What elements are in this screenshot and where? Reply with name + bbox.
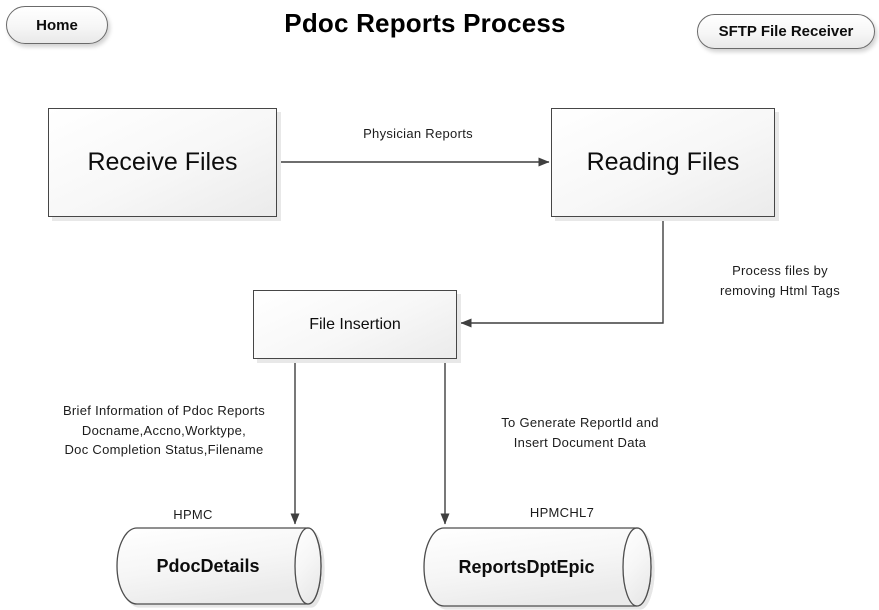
page-title: Pdoc Reports Process [284,8,566,38]
label-hpmchl7: HPMCHL7 [529,505,595,520]
home-button[interactable]: Home [6,6,108,44]
label-brief-information: Brief Information of Pdoc Reports Docnam… [62,403,266,457]
database-pdocdetails-label: PdocDetails [156,555,260,576]
node-file-insertion-label: File Insertion [309,315,401,333]
sftp-button-label: SFTP File Receiver [718,23,854,40]
node-receive-files-label: Receive Files [87,148,238,176]
database-pdocdetails: PdocDetails [116,527,322,605]
label-process-files: Process files by removing Html Tags [719,263,841,298]
node-reading-files: Reading Files [551,108,775,217]
label-generate-reportid: To Generate ReportId and Insert Document… [501,415,659,450]
label-hpmc: HPMC [173,507,213,522]
reportsdptepic-cylinder-shape [423,527,652,607]
node-reading-files-label: Reading Files [586,148,740,176]
sftp-file-receiver-button[interactable]: SFTP File Receiver [697,14,875,49]
label-physician-reports: Physician Reports [363,126,473,141]
node-receive-files: Receive Files [48,108,277,217]
node-file-insertion: File Insertion [253,290,457,359]
database-reportsdptepic-label: ReportsDptEpic [458,556,595,577]
pdocdetails-cylinder-shape [116,527,322,605]
database-reportsdptepic: ReportsDptEpic [423,527,652,607]
connector-reading-to-insertion [460,217,664,328]
home-button-label: Home [36,16,78,34]
